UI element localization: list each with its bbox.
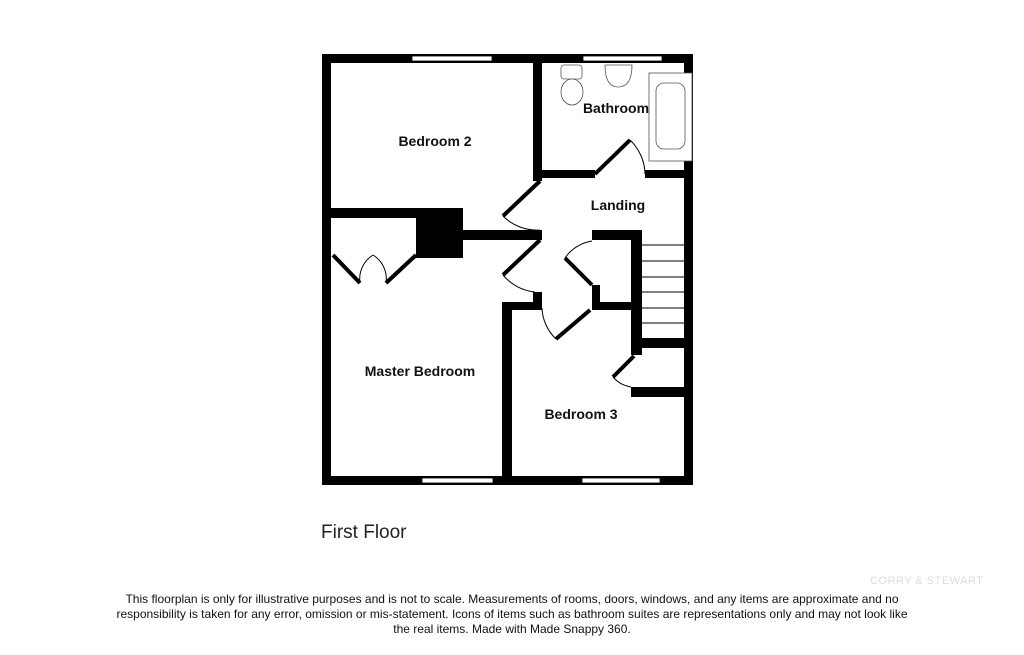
watermark-logo: CORRY & STEWART (870, 575, 984, 587)
window-master-bedroom (421, 477, 494, 484)
chimney-breast (416, 208, 463, 258)
disclaimer-text: This floorplan is only for illustrative … (116, 592, 908, 636)
room-label-landing: Landing (591, 197, 645, 213)
floor-title: First Floor (321, 522, 407, 543)
window-bathroom (582, 55, 663, 62)
sink (604, 64, 633, 88)
bathroom-fixtures (560, 64, 693, 162)
window-bedroom2 (411, 55, 493, 62)
window-bedroom3 (581, 477, 661, 484)
interior-walls (331, 54, 693, 485)
windows (411, 55, 663, 484)
room-label-bathroom: Bathroom (583, 100, 649, 116)
doors (331, 138, 646, 388)
room-label-master-bedroom: Master Bedroom (365, 363, 475, 379)
room-label-bedroom3: Bedroom 3 (544, 406, 617, 422)
toilet-cistern (560, 64, 583, 80)
room-label-bedroom2: Bedroom 2 (398, 133, 471, 149)
toilet-bowl (560, 78, 584, 106)
staircase (642, 244, 692, 324)
